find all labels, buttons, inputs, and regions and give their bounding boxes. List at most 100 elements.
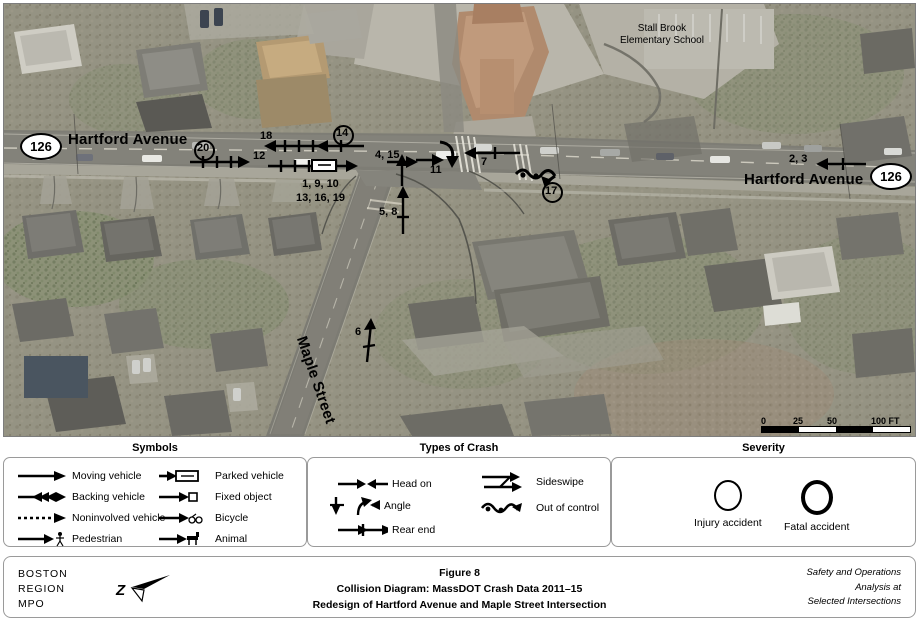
legend-item-fatal-accident: Fatal accident [784,480,849,533]
scale-tick-100: 100 FT [871,416,900,426]
sideswipe-icon [480,472,532,492]
legend-label-injury-accident: Injury accident [694,517,762,529]
legend-item-out-of-control: Out of control [480,500,599,516]
legend-label-fatal-accident: Fatal accident [784,521,850,533]
school-label-line2: Elementary School [620,34,704,46]
noninvolved-vehicle-icon [16,510,68,526]
crash-label-5-8: 5, 8 [379,206,398,218]
mpo-line2: REGION [18,583,65,596]
legend-panel-symbols: Symbols Moving vehicle Parked vehicle [3,440,307,548]
route-shield-126-east: 126 [870,163,912,190]
scale-bar-segments [761,426,911,433]
aerial-map: Stall Brook Elementary School Hartford A… [3,3,916,437]
street-label-hartford-west: Hartford Avenue [68,131,188,148]
mpo-line1: BOSTON [18,568,68,580]
scale-bar-ticks: 0 25 50 100 FT [761,414,913,426]
legend-label-pedestrian: Pedestrian [72,533,123,545]
crash-label-2-3: 2, 3 [789,153,808,165]
footer: BOSTON REGION MPO Z Figure 8 Collision D… [3,556,916,618]
out-of-control-glyph-17 [514,168,557,188]
legend-item-angle: Angle [328,497,411,516]
crash-label-group-a-line2: 13, 16, 19 [296,191,345,204]
crash-label-group-a-line1: 1, 9, 10 [302,178,339,190]
street-label-hartford-east: Hartford Avenue [744,171,864,188]
legend-item-backing-vehicle: Backing vehicle [16,489,145,505]
route-shield-126-west: 126 [20,133,62,160]
aerial-imagery [4,4,915,436]
credit-line3: Selected Intersections [807,596,901,608]
bicycle-icon [159,510,211,526]
scale-tick-0: 0 [761,416,767,426]
legend-label-animal: Animal [215,533,248,545]
crash-label-6: 6 [355,326,362,338]
legend-item-head-on: Head on [336,476,432,492]
legend-item-rear-end: Rear end [336,522,435,538]
parked-vehicle-icon [159,468,211,484]
legend-label-parked-vehicle: Parked vehicle [215,470,284,482]
legend-types-body: Head on Sideswipe Angle [307,457,611,547]
moving-vehicle-icon [16,468,68,484]
figure-caption: Figure 8 Collision Diagram: MassDOT Cras… [4,566,915,613]
scale-bar: 0 25 50 100 FT [761,414,913,433]
legend-symbols-title: Symbols [132,442,178,454]
crash-label-14: 14 [336,127,349,139]
crash-symbols-overlay [190,140,866,363]
crash-label-7: 7 [481,156,488,168]
legend-item-pedestrian: Pedestrian [16,531,122,547]
severity-circle-20 [194,140,215,161]
figure-number: Figure 8 [439,567,480,579]
legend-label-noninvolved-vehicle: Noninvolved vehicle [72,512,166,524]
animal-icon [159,531,211,547]
school-label: Stall Brook Elementary School [620,23,704,46]
legend-severity-body: Injury accident Fatal accident [611,457,916,547]
out-of-control-icon [480,500,532,516]
aerial-photo-svg [4,4,915,436]
angle-icon [328,497,380,516]
legend-item-injury-accident: Injury accident [694,480,762,529]
figure-title: Collision Diagram: MassDOT Crash Data 20… [336,582,583,595]
legend-label-sideswipe: Sideswipe [536,476,584,488]
head-on-icon [336,476,388,492]
legend-severity-title: Severity [742,442,785,454]
crash-label-group-a: 1, 9, 10 13, 16, 19 [296,178,345,206]
svg-text:Z: Z [115,582,126,599]
legend-types-title: Types of Crash [419,442,499,454]
legend-label-head-on: Head on [392,478,432,490]
crash-label-17: 17 [545,185,558,197]
crash-label-20: 20 [197,142,210,154]
legend-label-bicycle: Bicycle [215,512,249,524]
school-label-line1: Stall Brook [637,23,687,34]
crash-label-12: 12 [253,150,266,162]
crash-label-18: 18 [260,130,273,142]
legend-item-moving-vehicle: Moving vehicle [16,468,141,484]
legend-label-angle: Angle [384,500,411,512]
crash-label-11: 11 [430,164,442,176]
fixed-object-icon [159,489,211,505]
mpo-logo-text: BOSTON REGION MPO [18,567,68,613]
scale-tick-25: 25 [793,416,804,426]
scale-tick-50: 50 [827,416,838,426]
crash-label-4-15: 4, 15 [375,149,400,161]
legend-item-sideswipe: Sideswipe [480,472,584,492]
figure-subtitle: Redesign of Hartford Avenue and Maple St… [312,598,607,611]
mpo-line3: MPO [18,598,45,611]
legend-item-parked-vehicle: Parked vehicle [159,468,284,484]
pedestrian-icon [16,531,68,547]
legend-panel-severity: Severity Injury accident Fatal accident [611,440,916,548]
parked-vehicle-glyph-12 [311,159,337,172]
north-arrow-icon: Z [114,571,174,610]
legend-item-animal: Animal [159,531,247,547]
severity-circle-14 [333,125,354,146]
legend-label-fixed-object: Fixed object [215,491,272,503]
legend-item-bicycle: Bicycle [159,510,248,526]
legend-label-backing-vehicle: Backing vehicle [72,491,145,503]
legend-symbols-body: Moving vehicle Parked vehicle Backing ve… [3,457,307,547]
backing-vehicle-icon [16,489,68,505]
credit-line1: Safety and Operations [806,567,901,578]
rear-end-icon [336,522,388,538]
legend: Symbols Moving vehicle Parked vehicle [3,440,916,548]
legend-item-fixed-object: Fixed object [159,489,272,505]
injury-circle-icon [713,480,742,511]
legend-label-out-of-control: Out of control [536,502,600,514]
